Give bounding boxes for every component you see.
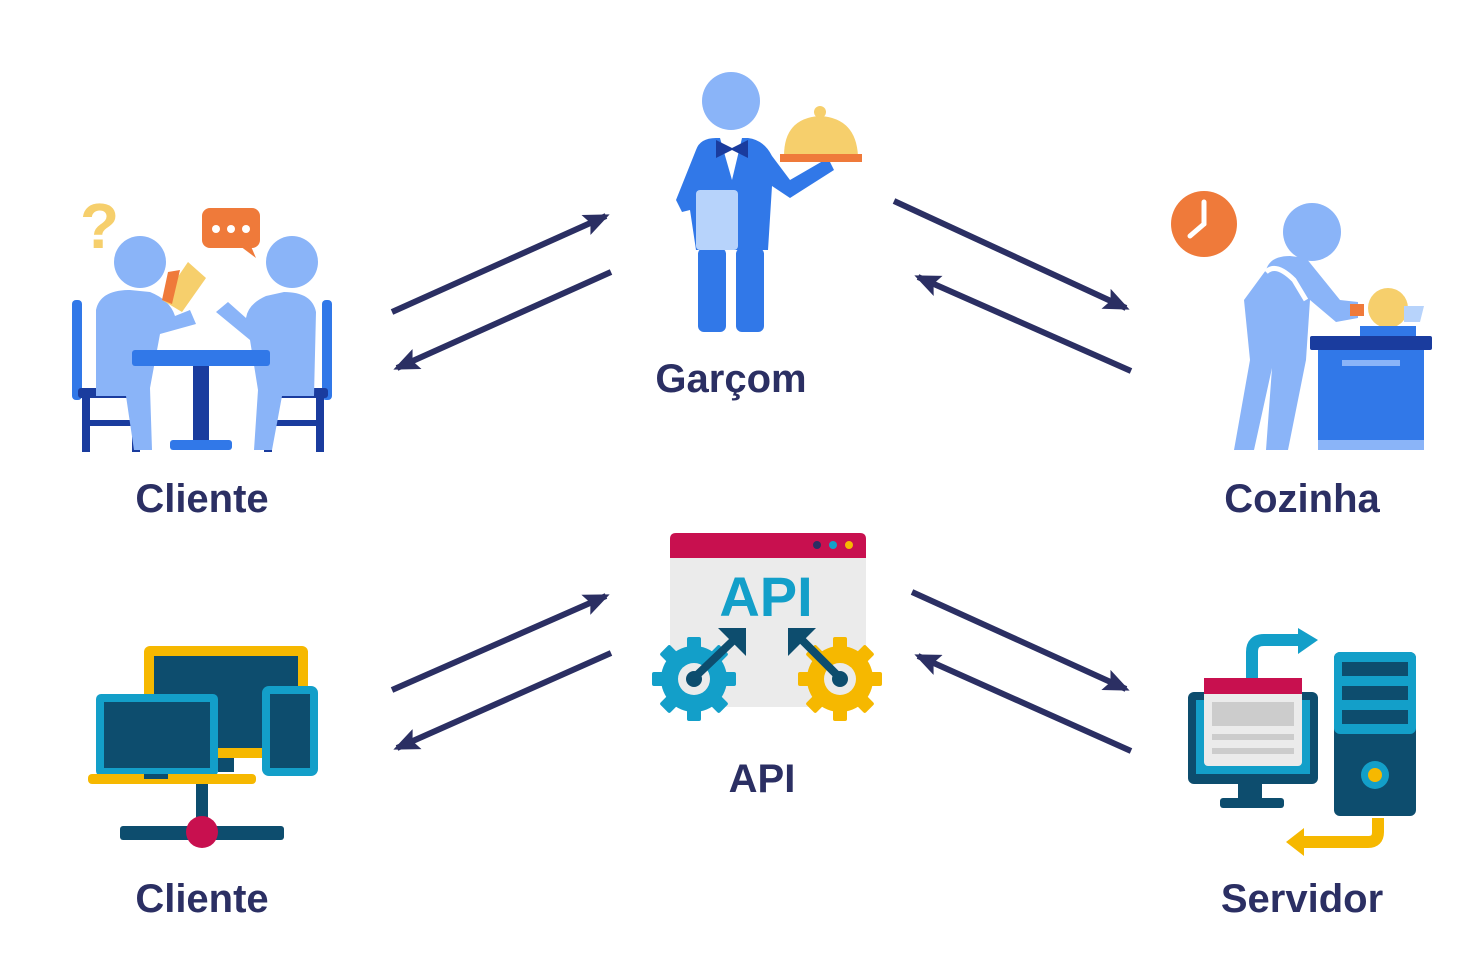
label-bottom-left: Cliente [135, 877, 268, 921]
api-window-text: API [719, 565, 812, 628]
client-devices-icon [88, 646, 318, 848]
svg-text:?: ? [80, 190, 119, 262]
label-bottom-center: API [729, 757, 796, 801]
restaurant-customers-icon: ? [72, 190, 332, 452]
arrow-server-to-api [914, 653, 1133, 754]
arrow-kitchen-to-waiter [914, 274, 1133, 374]
arrow-waiter-to-kitchen [892, 198, 1130, 311]
label-top-left: Cliente [135, 477, 268, 521]
arrow-client-to-waiter [390, 213, 610, 315]
chef-kitchen-icon [1171, 191, 1432, 450]
arrow-client-to-api [390, 593, 610, 693]
label-bottom-right: Servidor [1221, 877, 1383, 921]
server-computer-icon [1188, 628, 1416, 856]
arrow-api-to-server [910, 589, 1130, 692]
label-top-center: Garçom [655, 357, 806, 401]
label-top-right: Cozinha [1224, 477, 1380, 521]
waiter-icon [676, 72, 862, 332]
arrows [390, 198, 1133, 754]
arrow-waiter-to-client [393, 269, 613, 371]
arrow-api-to-client [393, 650, 613, 751]
api-gears-icon: API [652, 533, 882, 721]
